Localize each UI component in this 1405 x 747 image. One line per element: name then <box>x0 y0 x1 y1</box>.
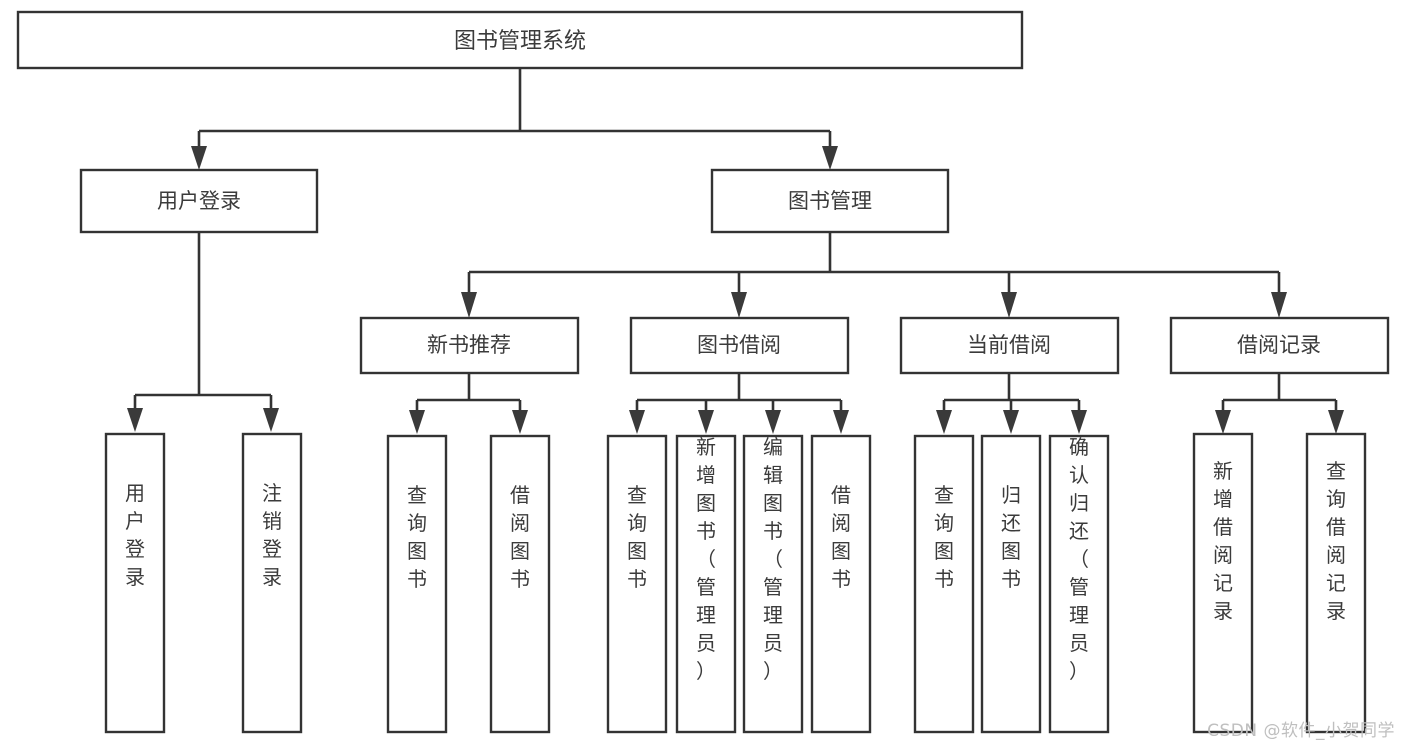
leaf-node[interactable]: 查询图书 <box>606 434 668 734</box>
arrow-record-l2 <box>1328 410 1344 434</box>
arrow-current-l1 <box>936 410 952 434</box>
leaf-user-login-label: 用户登录 <box>125 481 145 589</box>
leaf-node[interactable]: 借阅图书 <box>489 434 551 734</box>
leaf-borrow-query-label: 查询图书 <box>627 483 647 591</box>
node-book-borrow-box[interactable] <box>629 316 850 375</box>
leaf-newbook-query-box[interactable] <box>386 434 448 734</box>
node-new-book-recommend-box[interactable] <box>359 316 580 375</box>
node-user-login-label: 用户登录 <box>157 189 241 213</box>
node-current-borrow-label: 当前借阅 <box>967 333 1051 357</box>
leaf-node[interactable]: 注销登录 <box>241 432 303 734</box>
leaf-current-confirm-box[interactable] <box>1048 434 1110 734</box>
arrow-bookmgmt-c3 <box>1001 292 1017 318</box>
leaf-logout-box[interactable] <box>241 432 303 734</box>
leaf-newbook-query-label: 查询图书 <box>407 483 427 591</box>
node-book-borrow[interactable]: 图书借阅 <box>629 316 850 375</box>
node-user-login[interactable]: 用户登录 <box>79 168 319 234</box>
node-borrow-record-box[interactable] <box>1169 316 1390 375</box>
leaf-current-query-label: 查询图书 <box>934 483 954 591</box>
connectors-group <box>127 68 1344 434</box>
arrow-record-l1 <box>1215 410 1231 434</box>
node-borrow-record-label: 借阅记录 <box>1237 333 1321 357</box>
arrow-current-l3 <box>1071 410 1087 434</box>
node-book-management-box[interactable] <box>710 168 950 234</box>
arrow-userlogin-l1 <box>127 408 143 432</box>
leaf-current-return-label: 归还图书 <box>1001 483 1021 591</box>
leaf-borrow-do-box[interactable] <box>810 434 872 734</box>
arrow-bookmgmt-c1 <box>461 292 477 318</box>
arrow-newbook-l1 <box>409 410 425 434</box>
arrow-borrow-l2 <box>698 410 714 434</box>
node-root-label: 图书管理系统 <box>454 29 586 54</box>
arrow-borrow-l4 <box>833 410 849 434</box>
leaf-current-query-box[interactable] <box>913 434 975 734</box>
arrow-borrow-l1 <box>629 410 645 434</box>
leaf-borrow-edit-box[interactable] <box>742 434 804 734</box>
leaf-logout-label: 注销登录 <box>262 481 282 589</box>
leaf-borrow-add-box[interactable] <box>675 434 737 734</box>
arrow-userlogin-l2 <box>263 408 279 432</box>
leaf-record-query-label: 查询借阅记录 <box>1326 459 1346 623</box>
leaf-user-login-box[interactable] <box>104 432 166 734</box>
arrow-bookmgmt-c4 <box>1271 292 1287 318</box>
node-book-borrow-label: 图书借阅 <box>697 333 781 357</box>
leaf-borrow-add-label: 新增图书（管理员） <box>696 435 716 683</box>
node-book-management-label: 图书管理 <box>788 189 872 213</box>
leaf-node[interactable]: 借阅图书 <box>810 434 872 734</box>
leaf-borrow-do-label: 借阅图书 <box>831 483 851 591</box>
node-root[interactable]: 图书管理系统 <box>16 10 1024 70</box>
node-current-borrow-box[interactable] <box>899 316 1120 375</box>
arrow-root-to-userlogin <box>191 146 207 170</box>
node-user-login-box[interactable] <box>79 168 319 234</box>
leaf-node[interactable]: 查询图书 <box>386 434 448 734</box>
leaf-node[interactable]: 用户登录 <box>104 432 166 734</box>
leaf-node[interactable]: 查询图书 <box>913 434 975 734</box>
leaf-record-query-box[interactable] <box>1305 432 1367 734</box>
leaf-node[interactable]: 新增图书（管理员） <box>675 434 737 734</box>
leaf-record-add-label: 新增借阅记录 <box>1213 459 1233 623</box>
leaf-node[interactable]: 新增借阅记录 <box>1192 432 1254 734</box>
node-book-management[interactable]: 图书管理 <box>710 168 950 234</box>
node-current-borrow[interactable]: 当前借阅 <box>899 316 1120 375</box>
leaf-borrow-query-box[interactable] <box>606 434 668 734</box>
leaf-node[interactable]: 归还图书 <box>980 434 1042 734</box>
arrow-newbook-l2 <box>512 410 528 434</box>
leaf-record-add-box[interactable] <box>1192 432 1254 734</box>
leaf-newbook-borrow-box[interactable] <box>489 434 551 734</box>
leaf-newbook-borrow-label: 借阅图书 <box>510 483 530 591</box>
arrow-borrow-l3 <box>765 410 781 434</box>
leaf-borrow-edit-label: 编辑图书（管理员） <box>763 435 783 683</box>
leaf-current-return-box[interactable] <box>980 434 1042 734</box>
arrow-bookmgmt-c2 <box>731 292 747 318</box>
node-new-book-recommend[interactable]: 新书推荐 <box>359 316 580 375</box>
arrow-current-l2 <box>1003 410 1019 434</box>
leaf-node[interactable]: 确认归还（管理员） <box>1048 434 1110 734</box>
leaf-node[interactable]: 查询借阅记录 <box>1305 432 1367 734</box>
node-borrow-record[interactable]: 借阅记录 <box>1169 316 1390 375</box>
leaf-current-confirm-label: 确认归还（管理员） <box>1069 435 1089 683</box>
arrow-root-to-bookmgmt <box>822 146 838 170</box>
node-root-box[interactable] <box>16 10 1024 70</box>
leaf-node[interactable]: 编辑图书（管理员） <box>742 434 804 734</box>
node-new-book-recommend-label: 新书推荐 <box>427 333 511 357</box>
